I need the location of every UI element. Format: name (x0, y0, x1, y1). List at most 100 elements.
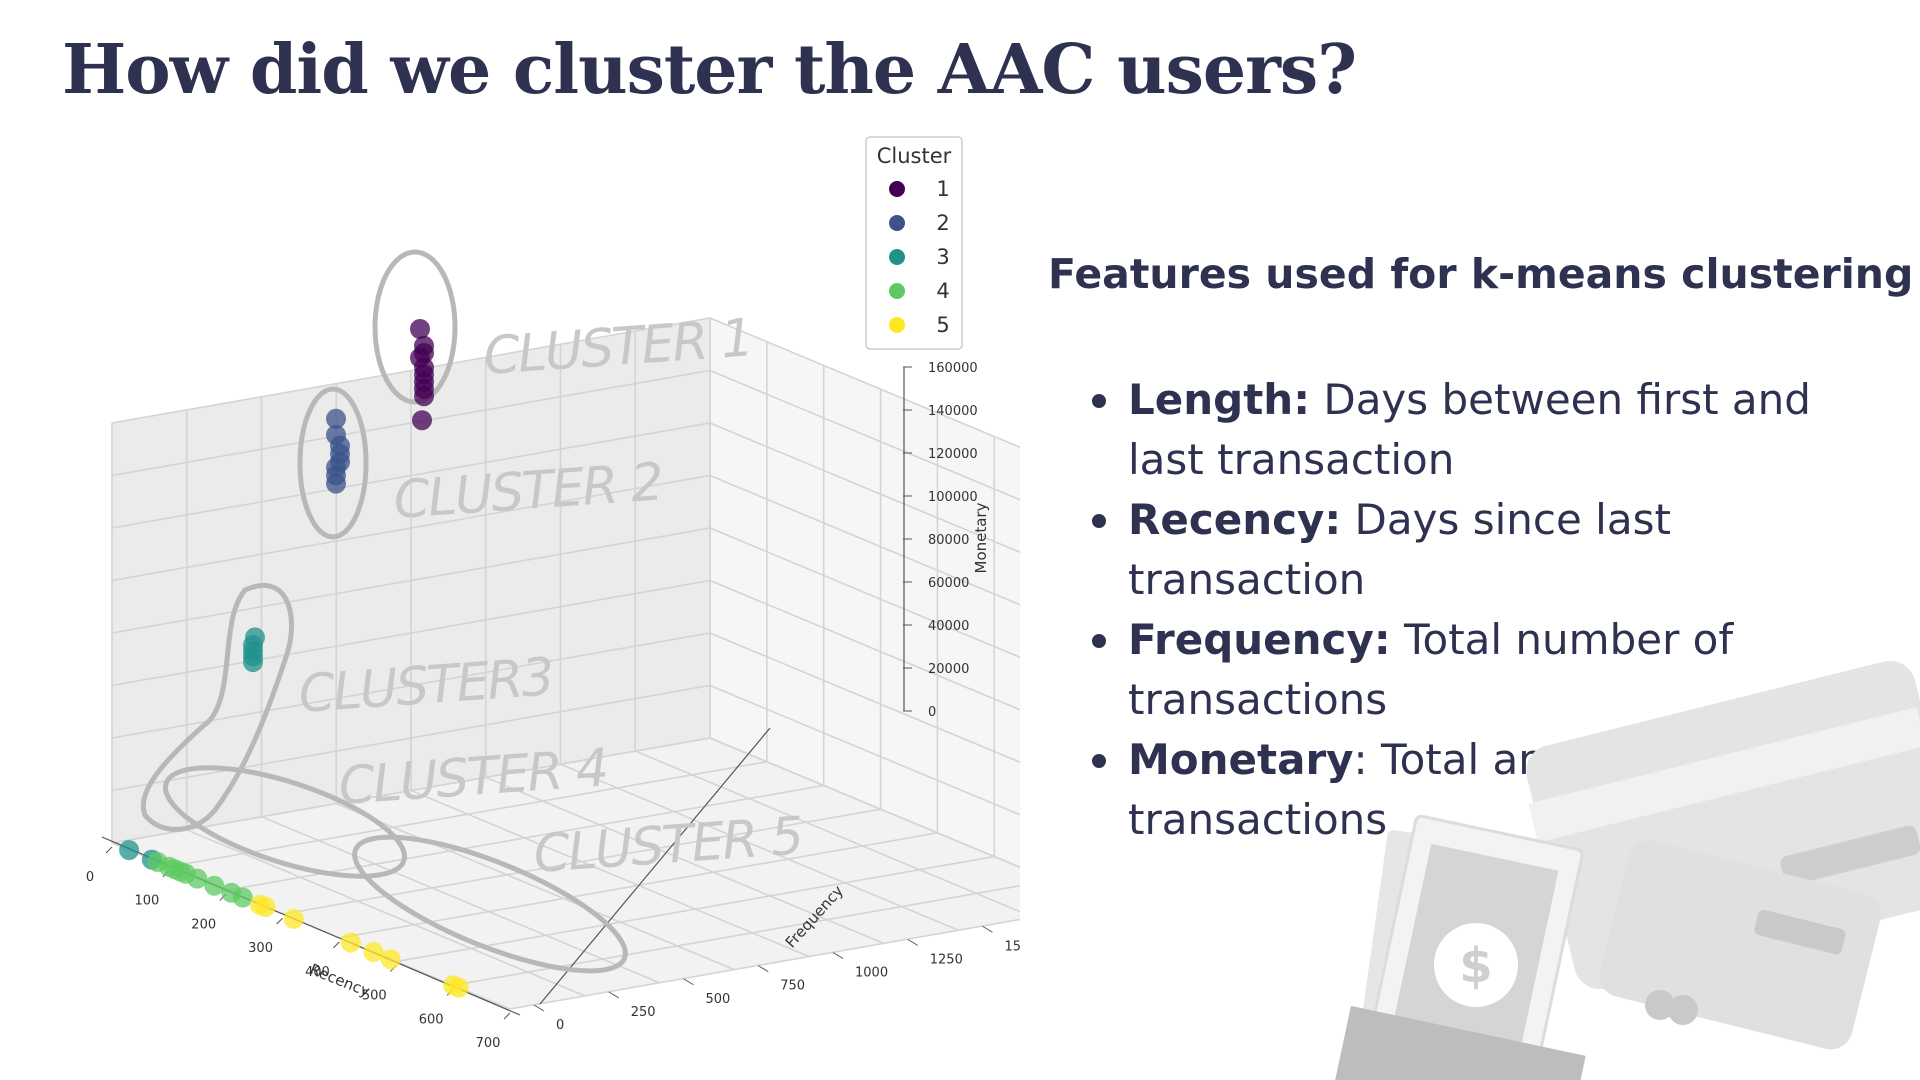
feature-term: Monetary (1128, 735, 1354, 784)
cluster-2-loop (297, 386, 369, 540)
feature-description: Days between first and last transaction (1128, 375, 1811, 484)
cluster-3d-scatter-chart: 0100200300400500600700025050075010001250… (86, 136, 1020, 1051)
x-tick (105, 846, 113, 854)
feature-separator: : (1353, 735, 1368, 784)
y-tick-label: 0 (556, 1018, 564, 1033)
data-point (204, 875, 225, 896)
feature-item-length: Length: Days between first and last tran… (1092, 370, 1872, 490)
gridline (111, 579, 1020, 711)
y-tick (608, 991, 620, 999)
z-tick-label: 60000 (928, 576, 969, 591)
gridline (111, 422, 1020, 554)
legend-label: 1 (936, 177, 949, 201)
x-tick (333, 941, 340, 949)
x-tick-label: 700 (476, 1036, 501, 1051)
data-point (380, 949, 401, 970)
data-point (448, 977, 469, 998)
cluster-1-loop (372, 249, 458, 405)
svg-text:$: $ (1459, 938, 1492, 994)
legend-title: Cluster (877, 144, 952, 168)
chart-gridlines (111, 317, 1020, 1010)
cluster-5-loop (352, 834, 628, 974)
legend-marker (889, 317, 905, 333)
gridline (111, 684, 1020, 816)
feature-term: Frequency: (1128, 615, 1391, 664)
data-point (187, 868, 208, 889)
feature-item-recency: Recency: Days since last transaction (1092, 490, 1872, 610)
y-tick-label: 250 (631, 1005, 656, 1020)
legend-marker (889, 283, 905, 299)
data-point (326, 473, 346, 494)
cluster-annotation-loops (140, 249, 628, 974)
gridline (111, 317, 1020, 449)
feature-term: Recency: (1128, 495, 1342, 544)
x-tick-label: 0 (86, 870, 94, 885)
gridline (111, 632, 1020, 764)
data-point (412, 410, 432, 431)
page-title: How did we cluster the AAC users? (62, 30, 1357, 110)
features-heading: Features used for k-means clustering (1048, 250, 1914, 298)
y-tick (907, 938, 919, 946)
x-axis-label: Recency (307, 960, 372, 1000)
feature-term: Length: (1128, 375, 1310, 424)
y-tick-label: 500 (706, 992, 731, 1007)
feature-description: Total number of transactions (1128, 615, 1734, 724)
gridline (111, 474, 1020, 606)
floor-pane (112, 738, 1020, 1009)
x-tick-label: 500 (362, 989, 387, 1004)
chart-legend: Cluster 1 2 3 4 5 (865, 136, 963, 350)
x-tick-label: 100 (134, 894, 159, 909)
gridline (453, 884, 1020, 987)
y-tick-label: 750 (780, 979, 805, 994)
x-tick (276, 917, 283, 925)
legend-marker (889, 215, 905, 231)
gridline (111, 527, 1020, 659)
y-tick-label: 1250 (930, 952, 963, 967)
y-tick-label: 1500 (1005, 939, 1021, 954)
x-tick (503, 1012, 511, 1020)
z-tick-label: 160000 (928, 361, 978, 376)
z-tick-label: 40000 (928, 619, 969, 634)
cluster-4-loop (162, 765, 408, 879)
z-tick-label: 20000 (928, 662, 969, 677)
y-tick (832, 952, 844, 959)
data-point (232, 887, 253, 908)
legend-label: 2 (936, 211, 949, 235)
z-tick-label: 0 (928, 705, 936, 720)
y-tick (683, 978, 694, 986)
z-tick-label: 100000 (928, 490, 978, 505)
dollar-coin-icon (1434, 923, 1518, 1007)
data-point (283, 908, 304, 929)
x-tick-label: 300 (248, 941, 273, 956)
z-tick-label: 80000 (928, 533, 969, 548)
data-point (414, 386, 434, 407)
y-axis-line (539, 727, 771, 1005)
z-axis-label: Monetary (972, 502, 990, 573)
y-tick (982, 925, 993, 933)
y-tick (533, 1004, 545, 1012)
chart-tick-labels: 0100200300400500600700025050075010001250… (86, 361, 1020, 1051)
x-tick-label: 200 (191, 917, 216, 932)
legend-label: 3 (936, 245, 949, 269)
y-tick-label: 1000 (855, 966, 888, 981)
legend-marker (889, 181, 905, 197)
data-point (255, 897, 276, 917)
feature-item-frequency: Frequency: Total number of transactions (1092, 610, 1872, 730)
data-point (410, 319, 430, 339)
feature-description: Days since last transaction (1128, 495, 1671, 604)
legend-label: 4 (936, 279, 949, 303)
y-tick (757, 965, 769, 973)
legend-label: 5 (936, 313, 949, 337)
data-point (363, 942, 384, 963)
credit-card-front-icon (1599, 840, 1881, 1050)
legend-marker (889, 249, 905, 265)
x-tick-label: 400 (305, 965, 330, 980)
chart-points (119, 319, 469, 998)
cluster-3-loop (140, 582, 294, 832)
data-point (243, 652, 263, 673)
gridline (111, 369, 1020, 501)
cash-banknote-icon: $ (1334, 814, 1586, 1080)
data-point (119, 840, 140, 861)
gridline (111, 737, 1020, 869)
z-tick-label: 120000 (928, 447, 978, 462)
